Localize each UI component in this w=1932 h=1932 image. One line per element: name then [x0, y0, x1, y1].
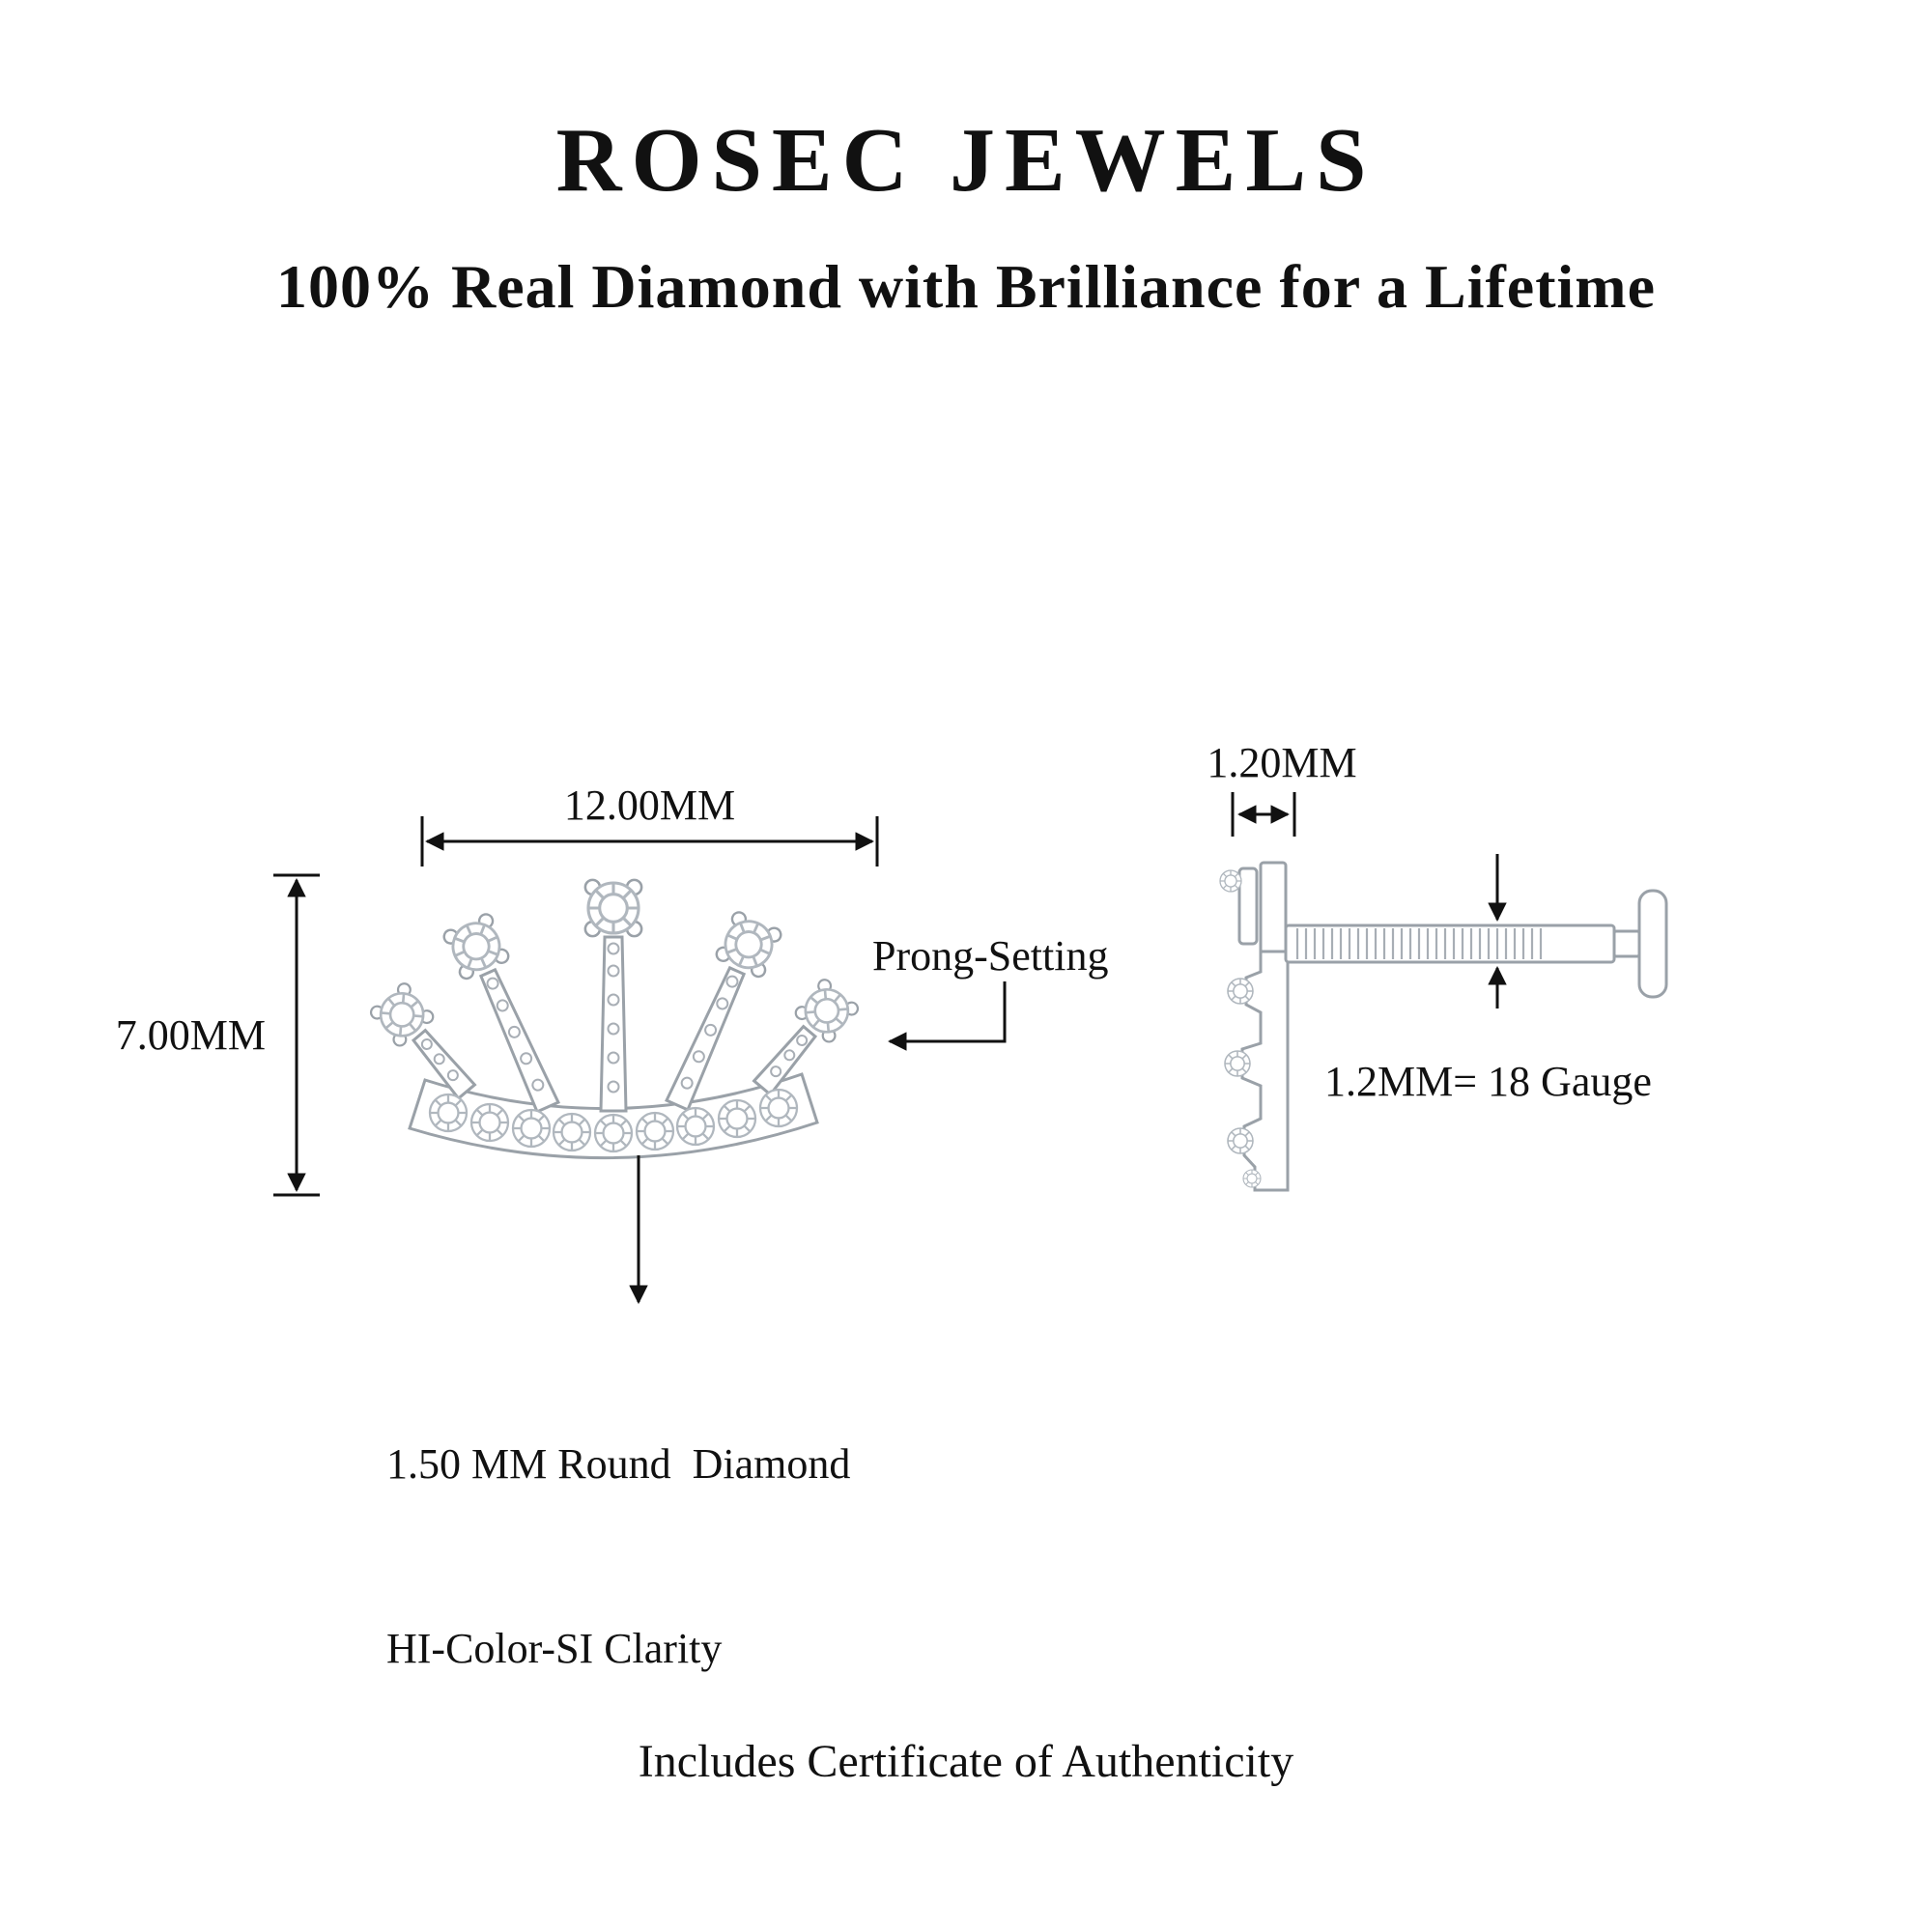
width-dimension-label: 12.00MM: [563, 781, 736, 829]
height-dimension-label: 7.00MM: [115, 1011, 266, 1059]
gauge-label: 1.2MM= 18 Gauge: [1324, 1058, 1652, 1105]
prong-setting-label: Prong-Setting: [872, 932, 1109, 980]
side-spike-bar-outer: [1237, 867, 1259, 946]
certificate-note: Includes Certificate of Authenticity: [638, 1736, 1294, 1787]
side-spike-bar-center: [1259, 861, 1288, 955]
crown-front-view: [368, 880, 860, 1160]
thickness-dimension-label: 1.20MM: [1207, 739, 1357, 786]
crown-spike-outer-right: [752, 978, 860, 1097]
earring-side-view: [1218, 861, 1668, 1192]
flat-back-disc: [1637, 889, 1668, 999]
dimension-annotations: [273, 792, 1507, 1304]
thread-lines: [1295, 928, 1543, 959]
stone-note-line1: 1.50 MM Round Diamond: [386, 1439, 851, 1488]
prong-setting-pointer: [888, 981, 1007, 1051]
stone-note: 1.50 MM Round Diamond HI-Color-SI Clarit…: [386, 1310, 850, 1803]
brand-title: ROSEC JEWELS: [555, 110, 1377, 211]
post-neck: [1612, 929, 1641, 958]
crown-spike-center: [585, 880, 641, 1113]
crown-spike-outer-left: [368, 981, 477, 1101]
crown-spike-inner-right: [665, 910, 782, 1112]
brand-tagline: 100% Real Diamond with Brilliance for a …: [276, 252, 1656, 321]
stone-note-line2: HI-Color-SI Clarity: [386, 1624, 723, 1672]
crown-spike-inner-left: [441, 912, 560, 1114]
threaded-post: [1284, 923, 1616, 964]
